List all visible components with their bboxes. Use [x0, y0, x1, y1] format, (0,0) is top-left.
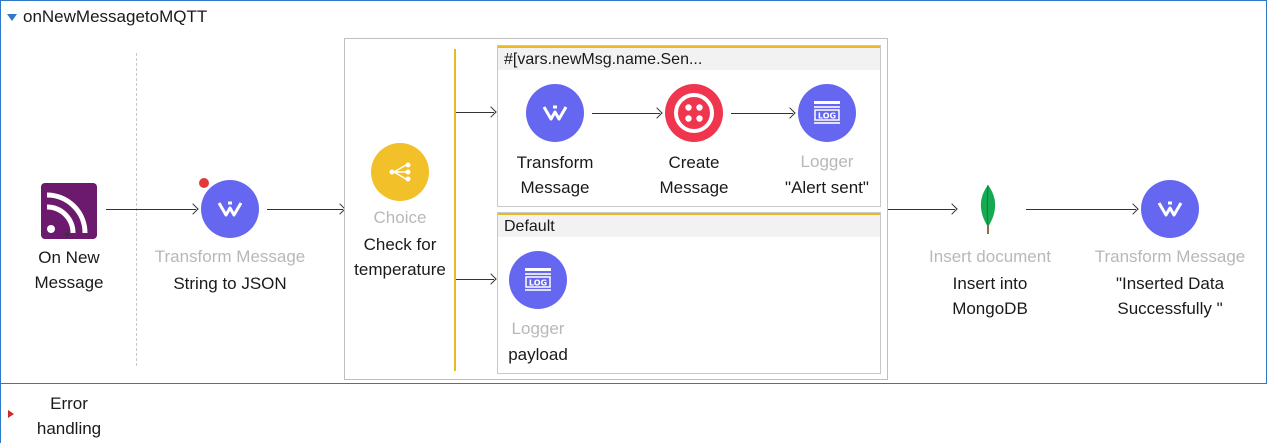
route-split-line	[454, 49, 456, 371]
flow-container: onNewMessagetoMQTT On New Message Transf…	[0, 0, 1267, 384]
payload-logger-type-label: Logger	[511, 319, 565, 338]
transform-type-label: Transform Message	[154, 247, 306, 266]
source-component[interactable]	[39, 181, 99, 241]
dataweave-icon	[542, 105, 568, 121]
choice-type-label: Choice	[373, 208, 427, 227]
route-when-header[interactable]: #[vars.newMsg.name.Sen...	[498, 46, 880, 70]
breakpoint-dot[interactable]	[199, 178, 209, 188]
arrow-to-default-route	[456, 279, 494, 280]
alert-logger-name-label: "Alert sent"	[785, 178, 869, 197]
mongodb-leaf-icon	[980, 184, 996, 234]
payload-logger-name-label: payload	[508, 345, 568, 364]
route-default-header[interactable]: Default	[498, 213, 880, 237]
arrow-insert-to-transform	[1026, 209, 1136, 210]
log-icon: LOG	[814, 101, 840, 124]
choice-name-label: Check for temperature	[354, 235, 446, 279]
create-message-label: Create Message	[659, 153, 729, 197]
transform-string-to-json[interactable]	[201, 180, 259, 238]
insert-type-label: Insert document	[929, 247, 1051, 266]
route-transform-label: Transform Message	[516, 153, 594, 197]
arrow-transform-to-choice	[267, 209, 343, 210]
transform2-type-label: Transform Message	[1094, 247, 1246, 266]
arrow-choice-to-insert	[888, 209, 955, 210]
transform2-name-label: "Inserted Data Successfully "	[1115, 274, 1225, 318]
alert-logger-component[interactable]: LOG	[798, 84, 856, 142]
alert-logger-type-label: Logger	[800, 152, 854, 171]
svg-text:LOG: LOG	[818, 112, 836, 121]
dataweave-icon	[1157, 201, 1183, 217]
insert-name-label: Insert into MongoDB	[952, 274, 1028, 318]
route-when[interactable]: #[vars.newMsg.name.Sen... Transform Mess…	[497, 45, 881, 207]
choice-component[interactable]	[371, 143, 429, 201]
transform-name-label: String to JSON	[173, 274, 287, 293]
rss-listener-icon	[41, 183, 97, 239]
create-message-component[interactable]	[665, 84, 723, 142]
error-handling-section[interactable]: Error handling	[0, 384, 1268, 443]
choice-router[interactable]: Choice Check for temperature #[vars.newM…	[344, 38, 888, 380]
arrow-create-to-logger	[731, 113, 793, 114]
dataweave-icon	[217, 201, 243, 217]
transform-inserted-data[interactable]	[1141, 180, 1199, 238]
route-transform-message[interactable]	[526, 84, 584, 142]
flow-header[interactable]: onNewMessagetoMQTT	[7, 7, 207, 27]
choice-branch-icon	[389, 162, 411, 182]
arrow-transform-to-create	[592, 113, 660, 114]
collapse-triangle-icon[interactable]	[7, 13, 17, 21]
route-default[interactable]: Default LOG Logger payload	[497, 212, 881, 374]
payload-logger-component[interactable]: LOG	[509, 251, 567, 309]
log-icon: LOG	[525, 268, 551, 291]
expand-triangle-icon[interactable]	[8, 410, 14, 418]
error-handling-label: Error handling	[36, 394, 102, 438]
arrow-source-to-transform	[106, 209, 196, 210]
svg-text:LOG: LOG	[529, 279, 547, 288]
flow-title: onNewMessagetoMQTT	[23, 7, 208, 26]
twilio-icon	[674, 93, 714, 133]
insert-document-component[interactable]	[959, 180, 1017, 238]
source-label: On New Message	[34, 248, 104, 292]
arrow-to-route1	[456, 112, 494, 113]
